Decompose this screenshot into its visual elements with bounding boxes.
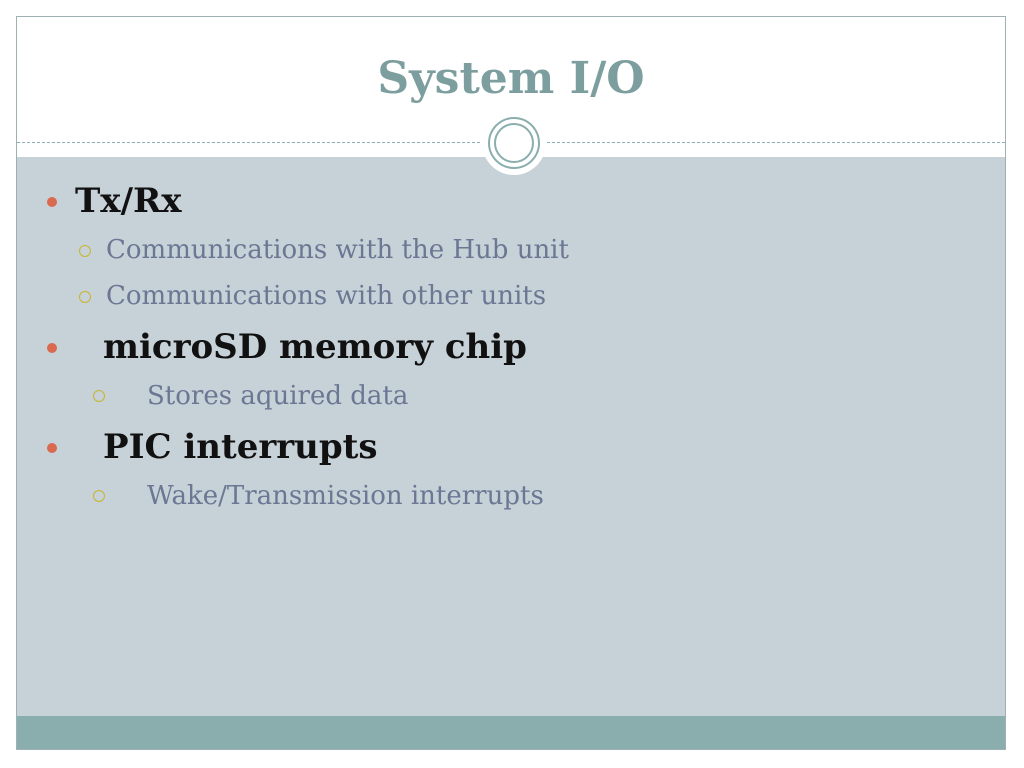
sub-bullet-icon: [79, 291, 91, 303]
bullet-heading-pic-interrupts: PIC interrupts: [103, 427, 378, 467]
sub-item-hub-communications: Communications with the Hub unit: [106, 235, 569, 265]
content-area: Tx/Rx Communications with the Hub unit C…: [17, 157, 1005, 716]
footer-band: [17, 716, 1005, 749]
sub-bullet-icon: [93, 390, 105, 402]
double-ring-ornament-icon: [482, 111, 546, 175]
main-bullet-icon: [47, 443, 57, 453]
sub-item-stores-data: Stores aquired data: [147, 381, 409, 411]
sub-item-wake-transmission: Wake/Transmission interrupts: [147, 481, 544, 511]
main-bullet-icon: [47, 343, 57, 353]
main-bullet-icon: [47, 197, 57, 207]
sub-bullet-icon: [93, 490, 105, 502]
slide-title: System I/O: [377, 53, 645, 104]
bullet-heading-microsd: microSD memory chip: [103, 327, 527, 367]
slide: System I/O Tx/Rx Communications with the…: [16, 16, 1006, 750]
sub-bullet-icon: [79, 245, 91, 257]
bullet-heading-txrx: Tx/Rx: [75, 181, 182, 221]
sub-item-other-units-communications: Communications with other units: [106, 281, 547, 311]
